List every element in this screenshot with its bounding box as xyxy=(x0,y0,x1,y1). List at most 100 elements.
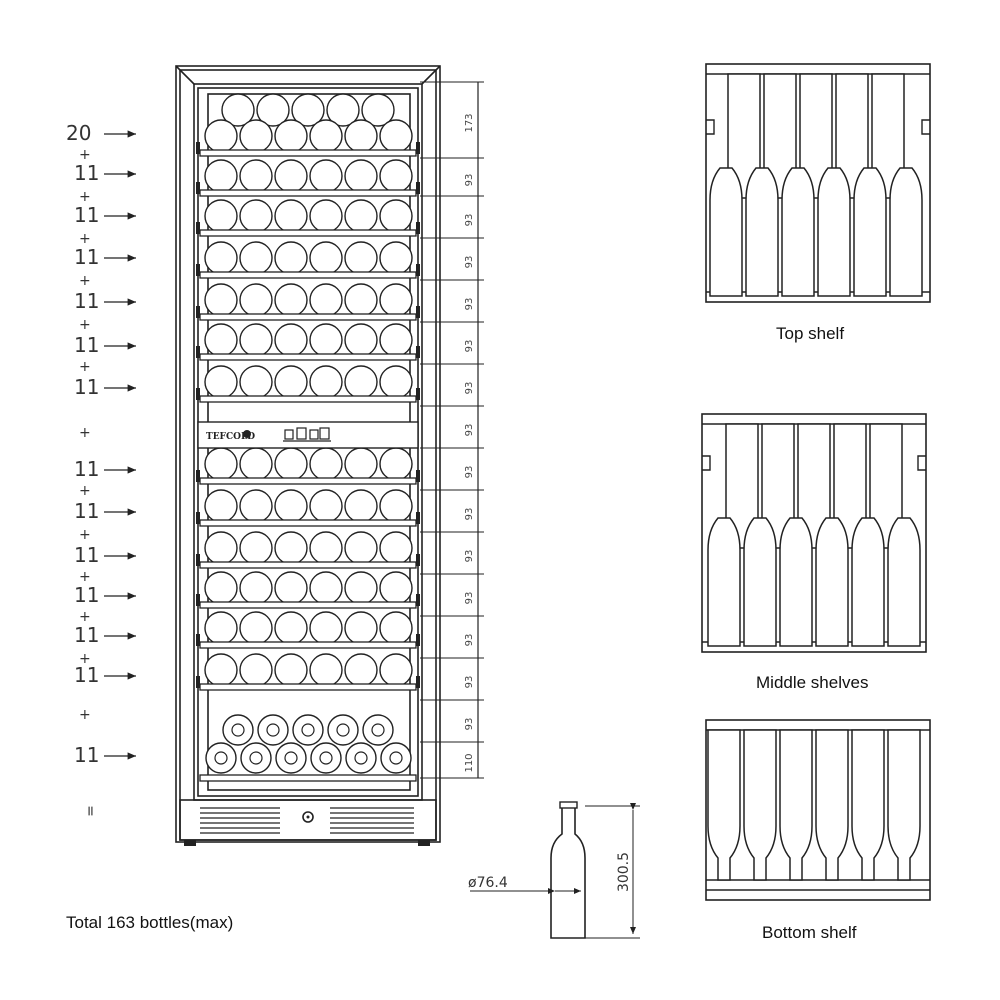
shelf-rail xyxy=(199,189,417,197)
shelf-rail xyxy=(199,229,417,237)
bottle-side xyxy=(743,729,777,881)
shelf-rail xyxy=(199,519,417,527)
bottle-end xyxy=(204,119,238,153)
shelf-rail xyxy=(199,313,417,321)
cabinet-shelves xyxy=(196,93,420,782)
bottle-side xyxy=(707,729,741,881)
bottle-end xyxy=(204,323,238,357)
bottle-end xyxy=(204,489,238,523)
bottle-end xyxy=(379,283,413,317)
shelf-rail xyxy=(199,601,417,609)
bottle-end xyxy=(274,323,308,357)
bottle-end xyxy=(309,447,343,481)
bottle-end xyxy=(239,119,273,153)
vent-grille xyxy=(179,799,437,841)
shelf-rail xyxy=(199,353,417,361)
cabinet-feet xyxy=(184,840,430,846)
bottle-side xyxy=(709,167,743,297)
dimension-label: 110 xyxy=(464,753,475,772)
bottle-count: 11 xyxy=(74,457,100,481)
bottle-side xyxy=(707,517,741,647)
plus-sign: + xyxy=(79,609,91,625)
bottle-end xyxy=(274,489,308,523)
shelf-rail xyxy=(199,561,417,569)
bottle-end xyxy=(344,531,378,565)
brand-dot xyxy=(243,430,251,438)
bottle-end xyxy=(379,323,413,357)
plus-sign: + xyxy=(79,231,91,247)
bottle-end xyxy=(239,365,273,399)
shelf-rail xyxy=(199,395,417,403)
bottom-shelf-drawing xyxy=(705,719,931,901)
bottle-count: 11 xyxy=(74,499,100,523)
dimension-label: 93 xyxy=(464,592,475,605)
bottle-side xyxy=(745,167,779,297)
bottle-side xyxy=(851,729,885,881)
plus-sign: + xyxy=(79,707,91,723)
bottle-end xyxy=(274,571,308,605)
dimension-label: 93 xyxy=(464,174,475,187)
bottle-end xyxy=(379,489,413,523)
bottle-side xyxy=(887,729,921,881)
bottle-count: 11 xyxy=(74,161,100,185)
dimension-label: 93 xyxy=(464,676,475,689)
shelf-rail xyxy=(199,641,417,649)
bottle-end xyxy=(274,365,308,399)
bottle-count: 11 xyxy=(74,623,100,647)
dimension-label: 93 xyxy=(464,382,475,395)
dimension-label: 93 xyxy=(464,550,475,563)
bottle-end xyxy=(344,447,378,481)
bottle-end xyxy=(344,199,378,233)
bottle-end xyxy=(309,531,343,565)
bottle-count: 11 xyxy=(74,289,100,313)
bottom-shelf-caption: Bottom shelf xyxy=(762,923,857,942)
single-bottle xyxy=(550,805,586,939)
bottle-end xyxy=(344,611,378,645)
bottle-end xyxy=(274,119,308,153)
bottle-end xyxy=(379,119,413,153)
bottle-count: 11 xyxy=(74,543,100,567)
bottle-end xyxy=(309,571,343,605)
bottle-dimension-drawing: ø76.4 300.5 xyxy=(468,801,640,939)
dimension-label: 93 xyxy=(464,298,475,311)
bottle-end xyxy=(344,365,378,399)
bottle-end xyxy=(309,365,343,399)
bottle-end xyxy=(379,447,413,481)
bottle-end xyxy=(239,199,273,233)
bottle-end xyxy=(309,119,343,153)
plus-sign: + xyxy=(79,483,91,499)
bottle-end xyxy=(379,611,413,645)
bottle-end xyxy=(274,447,308,481)
bottle-end xyxy=(326,93,360,127)
bottle-end xyxy=(274,611,308,645)
plus-sign: + xyxy=(79,359,91,375)
shelf-rail xyxy=(199,149,417,157)
plus-sign: + xyxy=(79,147,91,163)
bottle-end xyxy=(239,241,273,275)
bottle-side xyxy=(779,729,813,881)
bottle-end xyxy=(239,531,273,565)
shelf-rail xyxy=(199,683,417,691)
bottle-end xyxy=(274,159,308,193)
bottle-end xyxy=(379,653,413,687)
bottle-end xyxy=(379,531,413,565)
bottle-end xyxy=(239,159,273,193)
lock-icon xyxy=(302,811,314,823)
dimension-label: 93 xyxy=(464,424,475,437)
dimension-label: 93 xyxy=(464,340,475,353)
top-shelf-drawing xyxy=(705,63,931,303)
bottle-end xyxy=(239,489,273,523)
bottle-end xyxy=(344,241,378,275)
bottle-side xyxy=(815,729,849,881)
bottle-end xyxy=(204,199,238,233)
bottle-count: 11 xyxy=(74,245,100,269)
bottle-height-label: 300.5 xyxy=(616,852,632,892)
brand-logo: TEFCOLD xyxy=(206,432,255,442)
dimension-label: 93 xyxy=(464,214,475,227)
bottle-count: 11 xyxy=(74,333,100,357)
dimension-label: 93 xyxy=(464,634,475,647)
bottle-end xyxy=(204,571,238,605)
bottle-end xyxy=(309,283,343,317)
bottle-end xyxy=(239,323,273,357)
